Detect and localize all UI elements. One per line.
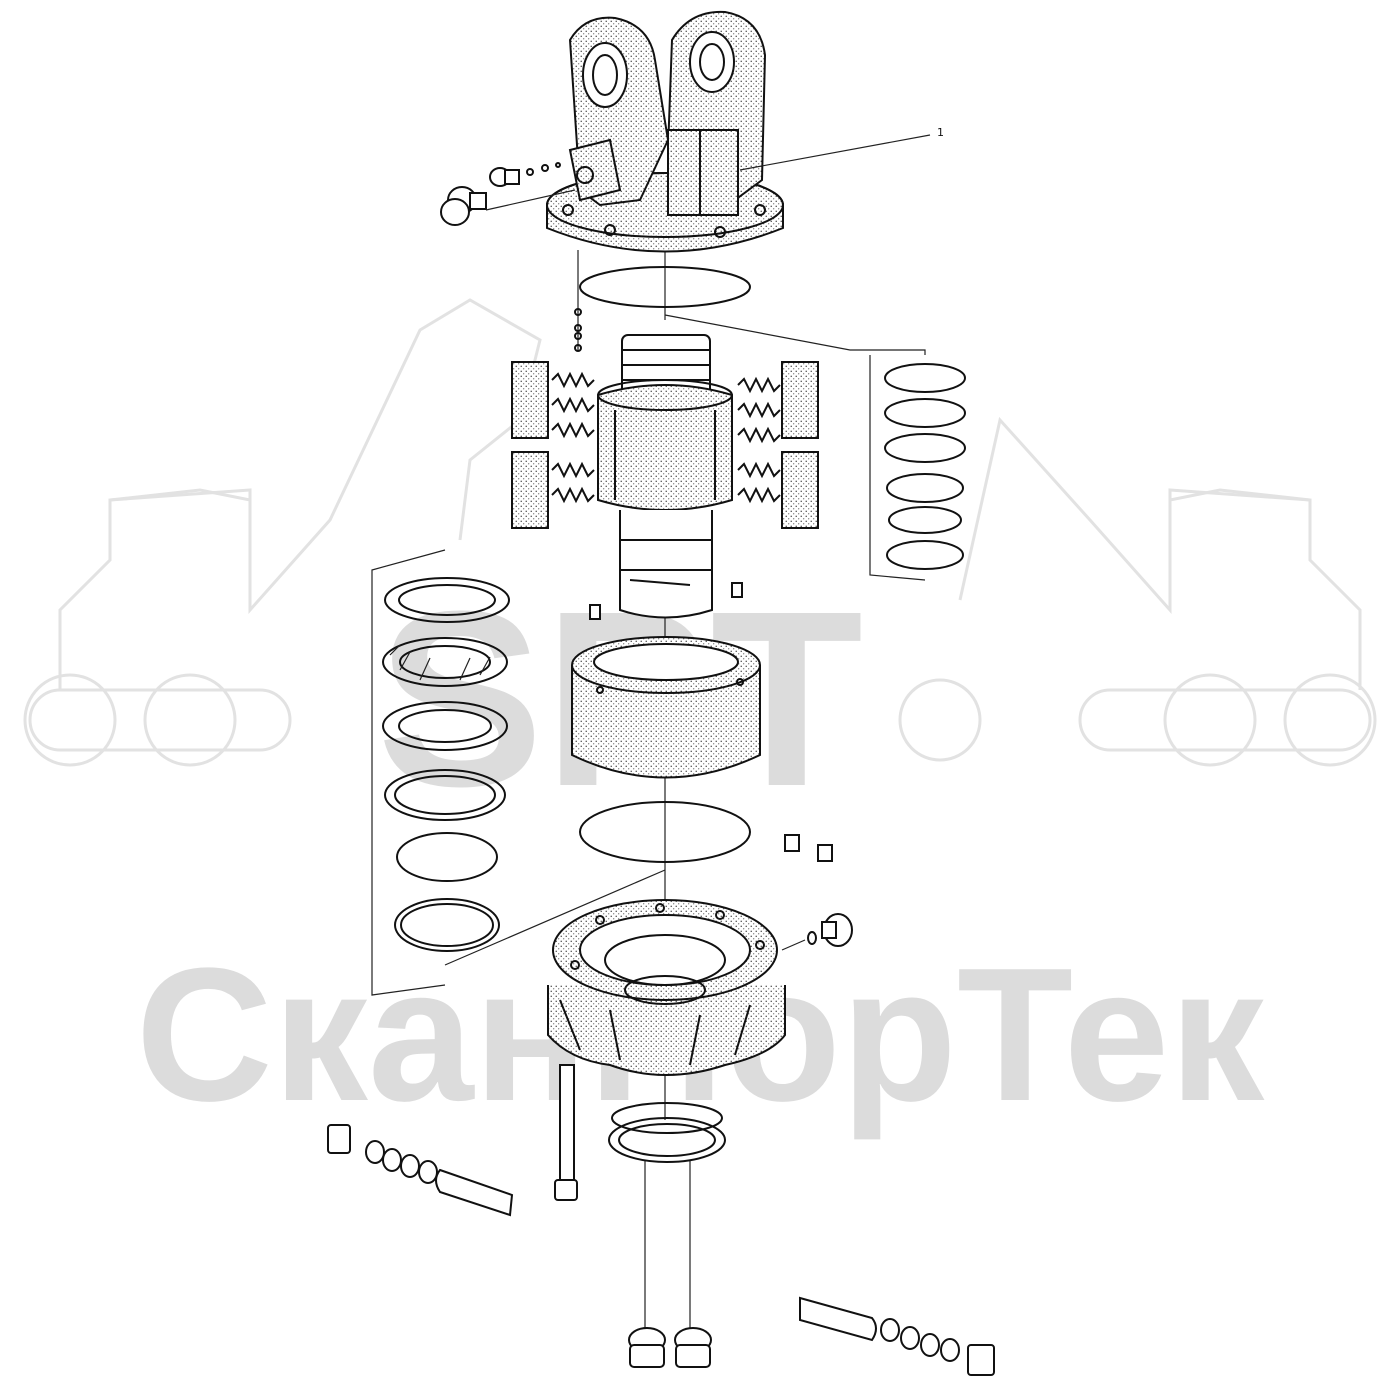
side-plug-icon <box>781 913 853 951</box>
check-balls <box>574 308 582 352</box>
callout-1: 1 <box>739 126 944 171</box>
o-ring-top <box>579 266 751 308</box>
watermark-excavator-right <box>898 416 1377 767</box>
long-bolt-icon <box>554 1064 578 1201</box>
plug-icon <box>489 162 561 187</box>
rotor-shaft <box>597 334 733 619</box>
vanes-left <box>511 361 595 529</box>
spring-icon <box>737 376 781 504</box>
top-housing-plugs <box>440 162 576 226</box>
stator-ring <box>571 636 761 779</box>
o-ring-middle <box>579 801 751 863</box>
plug-icon <box>628 1327 666 1368</box>
bearing-stack-left <box>371 549 666 996</box>
plug-icon <box>440 198 470 226</box>
nozzle-plugs <box>784 834 833 862</box>
spring-icon <box>551 371 595 504</box>
callout-label: 1 <box>937 126 944 139</box>
fitting-stack-right <box>799 1296 995 1376</box>
top-housing <box>546 10 784 253</box>
vanes-right <box>737 361 819 529</box>
dowel-pins <box>589 582 743 620</box>
plug-icon <box>674 1327 712 1368</box>
bottom-plugs <box>628 1327 712 1368</box>
bottom-seal-rings <box>608 1102 726 1163</box>
seal-set-right <box>664 314 966 581</box>
fitting-stack-left <box>327 1124 514 1217</box>
bottom-housing <box>547 899 786 1076</box>
